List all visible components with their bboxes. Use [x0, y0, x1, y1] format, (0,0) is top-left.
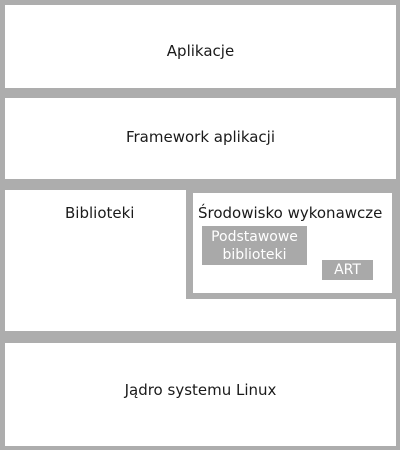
art-box: ART: [322, 260, 373, 280]
libraries-label: Biblioteki: [65, 204, 135, 222]
framework-layer: Framework aplikacji: [5, 98, 396, 179]
runtime-label: Środowisko wykonawcze: [198, 204, 383, 222]
runtime-inner: Środowisko wykonawcze Podstawowe bibliot…: [193, 193, 392, 293]
core-libraries-label-line2: biblioteki: [222, 247, 287, 263]
applications-layer: Aplikacje: [5, 5, 396, 88]
applications-label: Aplikacje: [166, 42, 235, 60]
core-libraries-box: Podstawowe biblioteki: [202, 226, 307, 265]
kernel-layer: Jądro systemu Linux: [5, 343, 396, 446]
runtime-box: Środowisko wykonawcze Podstawowe bibliot…: [186, 189, 396, 299]
kernel-label: Jądro systemu Linux: [124, 381, 277, 399]
framework-label: Framework aplikacji: [125, 128, 276, 146]
libraries-layer: Biblioteki Środowisko wykonawcze Podstaw…: [5, 189, 396, 331]
core-libraries-label-line1: Podstawowe: [211, 229, 298, 245]
